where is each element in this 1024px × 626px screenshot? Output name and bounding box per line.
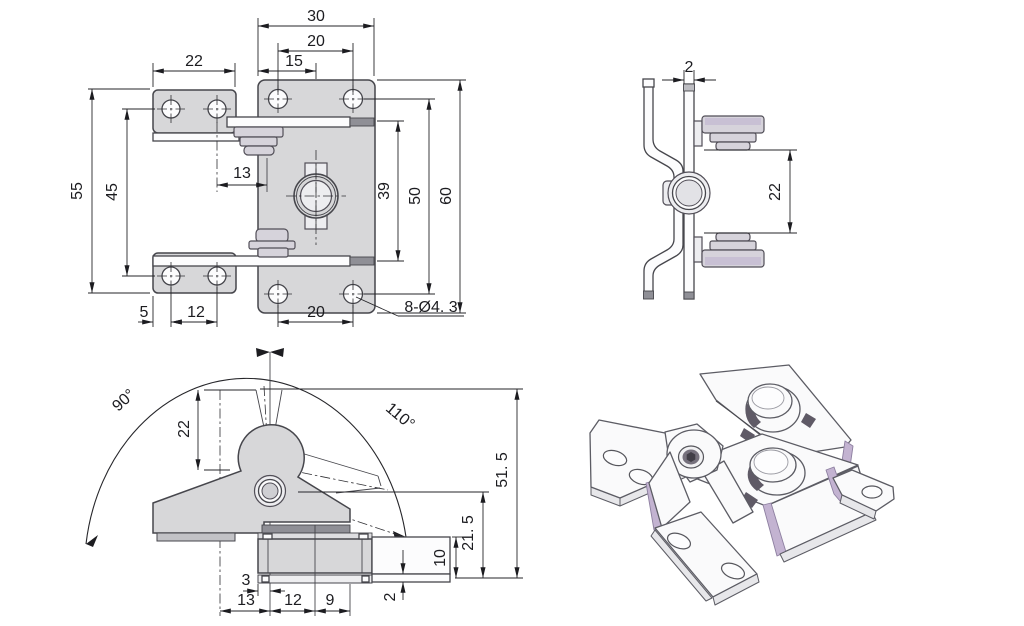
side-view: 2 22	[642, 59, 797, 300]
bottom-bushing-collar	[693, 236, 703, 263]
dim-plate-2: 2	[382, 592, 399, 601]
dim-profile-22: 22	[176, 420, 193, 438]
top-bushing-tier2	[239, 136, 278, 147]
top-bushing-band	[705, 118, 761, 125]
dim-bottom-9: 9	[326, 592, 335, 609]
iso-web	[648, 451, 691, 529]
base-notch-left	[262, 533, 273, 540]
iso-pivot-lug	[664, 423, 724, 483]
dim-height-60: 60	[438, 187, 455, 205]
dim-edge-5: 5	[140, 304, 149, 321]
dim-offset-15: 15	[285, 53, 303, 70]
top-bushing-tier1	[233, 126, 284, 138]
top-bushing-collar	[693, 120, 703, 147]
moving-leaf-top-cap	[642, 78, 655, 88]
dim-holes-12: 12	[187, 304, 205, 321]
iso-channel-lip	[779, 511, 877, 563]
dim-height-51-5: 51. 5	[494, 452, 511, 488]
bottom-bushing-cap	[255, 228, 289, 243]
dim-height-50: 50	[407, 187, 424, 205]
moving-leaf-bottom-cap	[643, 290, 654, 300]
mounting-holes	[156, 84, 368, 309]
dim-height-55: 55	[69, 182, 86, 200]
dim-offset-3: 3	[242, 572, 251, 589]
front-view: 30 20 15 22 55 45 13 39 50 60	[69, 8, 466, 327]
front-geometry	[152, 79, 376, 314]
base-leaf-bottom-cap	[683, 291, 695, 300]
bottom-dark-band	[349, 256, 375, 266]
dim-height-21-5: 21. 5	[460, 515, 477, 551]
top-dark-band	[349, 117, 375, 127]
dim-pivot-13: 13	[233, 165, 251, 182]
top-flange-strip	[226, 116, 351, 128]
iso-right-flange	[825, 466, 895, 520]
bottom-leaf-strip	[152, 255, 351, 267]
top-bushing-tip	[715, 141, 751, 151]
bottom-bushing-mid	[709, 240, 757, 251]
side-dimensions: 2 22	[662, 59, 797, 234]
dim-hole-callout: 8-Ø4. 3	[404, 299, 457, 316]
iso-bottom-flange	[650, 511, 760, 606]
dim-bottom-13: 13	[237, 592, 255, 609]
top-bushing-mid	[709, 132, 757, 143]
dim-gap-22: 22	[767, 183, 784, 201]
profile-dimensions: 22 51. 5 21. 5 10 2 3 13 12 9	[176, 388, 523, 616]
base-dark-band	[261, 524, 351, 534]
front-dimensions: 30 20 15 22 55 45 13 39 50 60	[69, 8, 466, 327]
dim-bottom-20: 20	[307, 304, 325, 321]
flat-leaf-bottom	[371, 573, 451, 583]
side-geometry	[642, 78, 765, 300]
dim-height-39: 39	[376, 182, 393, 200]
leaf-bottom-strip	[156, 532, 236, 542]
angle-110: 110°	[382, 400, 417, 434]
pivot-ring-inner	[261, 482, 279, 500]
iso-center-boss	[741, 447, 806, 508]
profile-view: 90° 110° 22 51. 5	[85, 348, 523, 616]
isometric-view	[589, 364, 895, 606]
dim-width-30: 30	[307, 8, 325, 25]
iso-hex-socket	[686, 452, 696, 462]
dim-thickness-2: 2	[685, 59, 694, 76]
dim-height-10: 10	[432, 549, 449, 567]
leaf-profile	[152, 423, 351, 534]
profile-geometry	[152, 423, 451, 584]
bottom-bushing-band	[705, 257, 761, 265]
flat-leaf-section	[371, 536, 451, 575]
bottom-bushing-collar	[257, 247, 289, 258]
dim-left-22: 22	[185, 53, 203, 70]
angle-90: 90°	[109, 386, 138, 415]
iso-dome-bushing	[740, 383, 816, 443]
dim-height-45: 45	[104, 183, 121, 201]
top-leaf-strip	[152, 132, 240, 142]
bottom-bushing-tip	[715, 232, 751, 242]
dim-holes-20: 20	[307, 33, 325, 50]
base-leaf-top-cap	[683, 83, 695, 92]
base-notch-right	[358, 533, 369, 540]
dim-bottom-12: 12	[284, 592, 302, 609]
top-bushing-tier3	[243, 145, 275, 156]
pivot-inner	[675, 179, 703, 207]
